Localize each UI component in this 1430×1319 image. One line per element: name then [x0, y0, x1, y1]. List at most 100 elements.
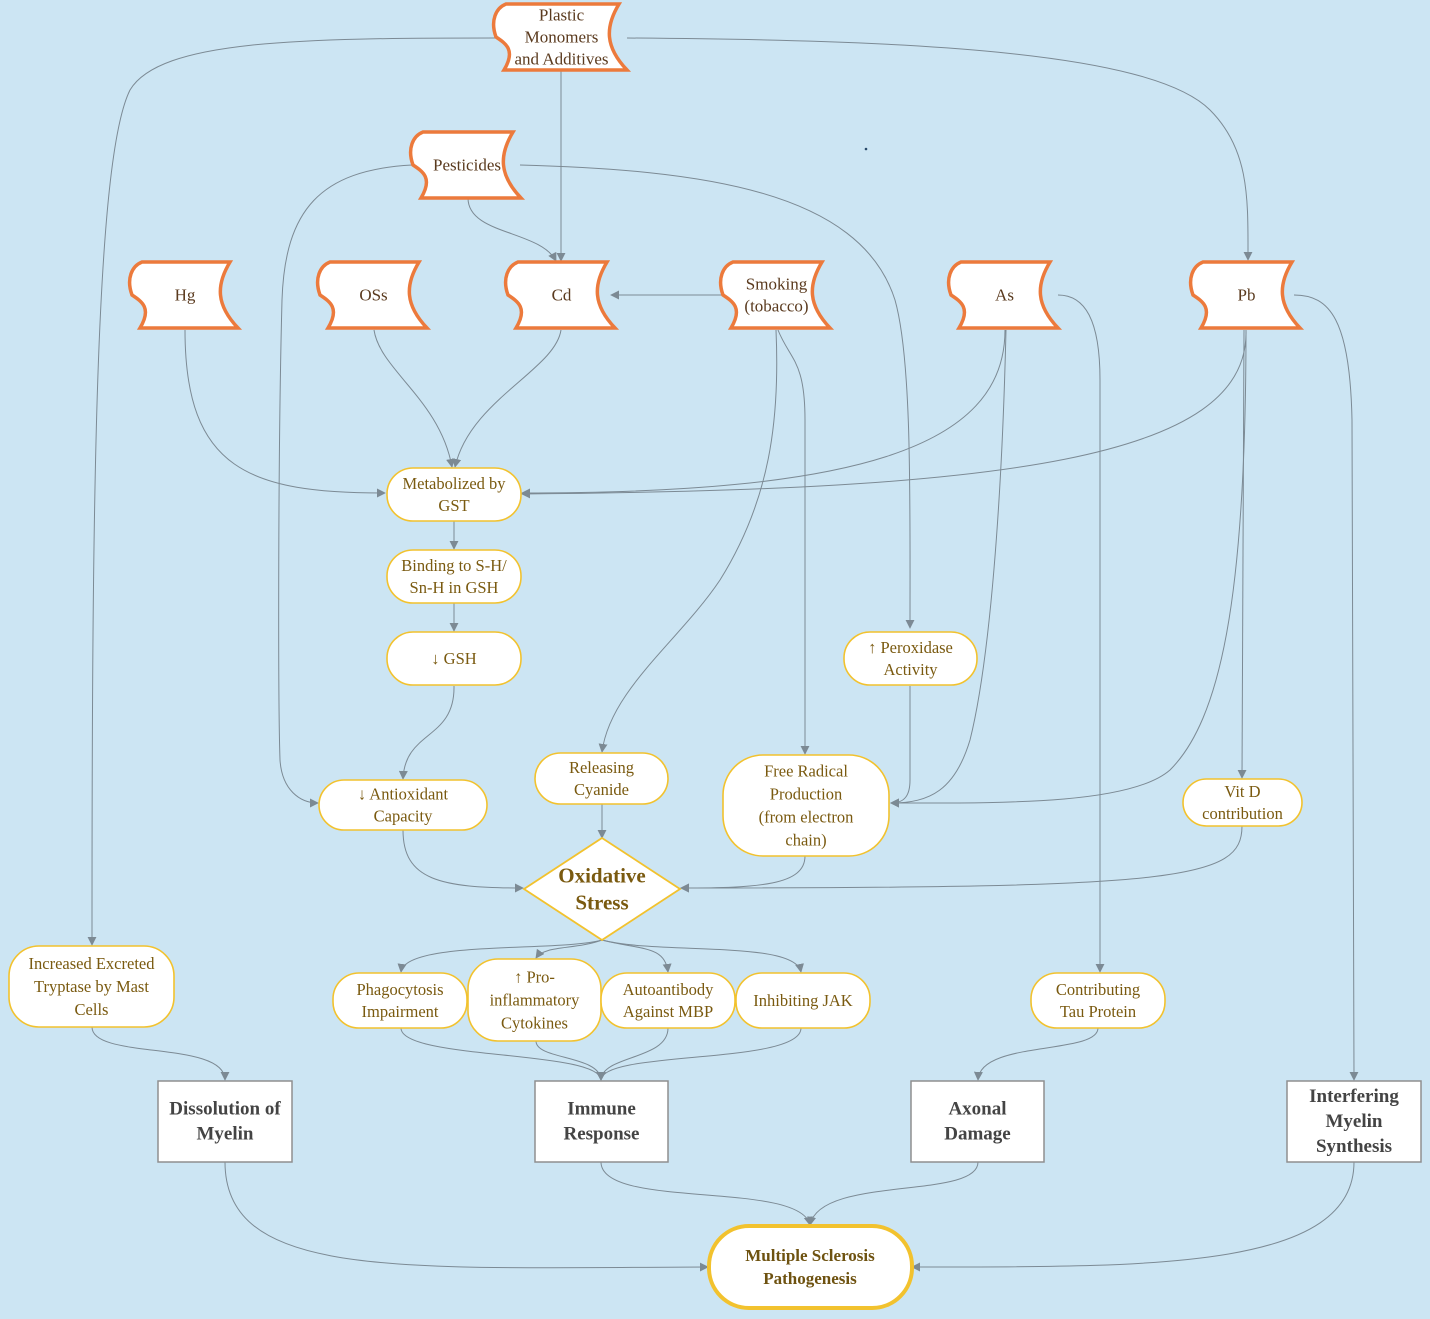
edge-autoantibody-immune: [596, 1027, 669, 1081]
node-pb-shape: [1188, 260, 1305, 330]
node-as-line-1: As: [995, 286, 1014, 305]
node-ms-pathogenesis-line-2: Pathogenesis: [763, 1269, 857, 1288]
node-pb-line-1: Pb: [1238, 286, 1256, 305]
node-pesticides: Pesticides: [408, 130, 526, 200]
node-axonal-line-2: Damage: [944, 1124, 1010, 1145]
node-gsh-shape: [386, 631, 522, 686]
node-autoantibody-line-1: Autoantibody: [623, 980, 714, 999]
node-phagocytosis-shape: [332, 972, 468, 1029]
node-as: As: [946, 260, 1063, 330]
node-tau-line-1: Contributing: [1056, 980, 1140, 999]
edge-peroxidase-freeradical: [890, 686, 911, 808]
edge-pb-gst: [521, 329, 1247, 499]
edge-pb-freeradical: [890, 329, 1247, 808]
node-antioxidant-line-2: Capacity: [374, 807, 433, 826]
node-cytokines-line-3: Cytokines: [501, 1014, 568, 1033]
node-gsh-line-1: ↓ GSH: [431, 649, 476, 668]
edge-as-gst: [521, 329, 1006, 498]
edge-gsh-antioxidant: [398, 685, 455, 780]
node-plastic-line-3: and Additives: [515, 50, 609, 69]
edges: [87, 37, 1359, 1272]
edge-cd-gst: [452, 329, 562, 468]
node-freeradical-line-4: chain): [785, 831, 826, 850]
edge-oxidative-phagocytosis: [397, 939, 603, 973]
node-axonal-line-1: Axonal: [948, 1099, 1006, 1120]
node-vitd-line-2: contribution: [1202, 804, 1283, 823]
edge-interfering-ms: [911, 1161, 1355, 1272]
node-oxidative-stress-shape: [522, 836, 682, 942]
node-tau-shape: [1030, 972, 1166, 1029]
node-tryptase-line-2: Tryptase by Mast: [34, 977, 149, 996]
node-pb: Pb: [1188, 260, 1305, 330]
node-tryptase-line-1: Increased Excreted: [29, 954, 156, 973]
edge-pesticides-peroxidase: [519, 164, 915, 629]
node-plastic-line-1: Plastic: [539, 6, 585, 25]
node-interfering-line-2: Myelin: [1326, 1111, 1383, 1132]
node-binding: Binding to S-H/Sn-H in GSH: [386, 549, 522, 604]
node-axonal-shape: [910, 1080, 1045, 1163]
edge-tau-axonal: [973, 1027, 1099, 1081]
node-oss: OSs: [315, 260, 432, 330]
node-hg: Hg: [127, 260, 243, 330]
node-peroxidase-shape: [843, 631, 978, 686]
node-cyanide-line-1: Releasing: [569, 758, 634, 777]
node-tryptase-line-3: Cells: [75, 1000, 109, 1019]
edge-phagocytosis-immune: [400, 1027, 606, 1081]
edge-oxidative-jak: [601, 939, 804, 973]
node-freeradical-shape: [722, 754, 890, 857]
node-antioxidant-line-1: ↓ Antioxidant: [358, 785, 449, 804]
node-pesticides-shape: [408, 130, 526, 200]
edge-hg-gst: [184, 329, 386, 498]
node-smoking-line-2: (tobacco): [744, 297, 808, 316]
edge-pb-interfering: [1293, 294, 1359, 1081]
node-oxidative-stress-line-2: Stress: [575, 891, 628, 915]
node-smoking-line-1: Smoking: [746, 275, 808, 294]
node-peroxidase-line-2: Activity: [883, 660, 938, 679]
node-cd-line-1: Cd: [552, 286, 572, 305]
node-dissolution-line-1: Dissolution of: [169, 1099, 281, 1120]
node-pesticides-line-1: Pesticides: [433, 156, 501, 175]
stray-dot: [864, 147, 868, 151]
node-autoantibody-shape: [600, 972, 736, 1029]
node-smoking: Smoking (tobacco): [718, 260, 835, 330]
node-jak-shape: [735, 972, 871, 1029]
node-oss-line-1: OSs: [359, 286, 387, 305]
edge-pb-vitd: [1237, 329, 1247, 779]
node-gst-line-2: GST: [438, 496, 469, 515]
node-ms-pathogenesis-line-1: Multiple Sclerosis: [745, 1246, 875, 1265]
node-plastic-line-2: Monomers: [525, 28, 599, 47]
node-cyanide-line-2: Cyanide: [574, 780, 629, 799]
edge-smoking-freeradical: [777, 329, 810, 755]
edge-jak-immune: [596, 1027, 802, 1081]
node-oss-shape: [315, 260, 432, 330]
edge-plastic-pb: [626, 37, 1253, 261]
node-gst-shape: [386, 467, 522, 522]
edge-as-freeradical: [890, 329, 1007, 808]
node-immune-line-1: Immune: [567, 1099, 636, 1120]
node-tryptase-shape: [8, 945, 175, 1028]
node-as-shape: [946, 260, 1063, 330]
edge-smoking-cyanide: [598, 329, 778, 753]
node-autoantibody-line-2: Against MBP: [623, 1002, 713, 1021]
node-jak: Inhibiting JAK: [735, 972, 871, 1029]
edge-pesticides-antioxidant: [278, 164, 413, 808]
edge-antioxidant-oxidative: [402, 829, 524, 893]
edge-pesticides-cd: [467, 197, 557, 262]
node-plastic-shape: [491, 2, 632, 72]
edge-immune-ms: [600, 1161, 813, 1226]
